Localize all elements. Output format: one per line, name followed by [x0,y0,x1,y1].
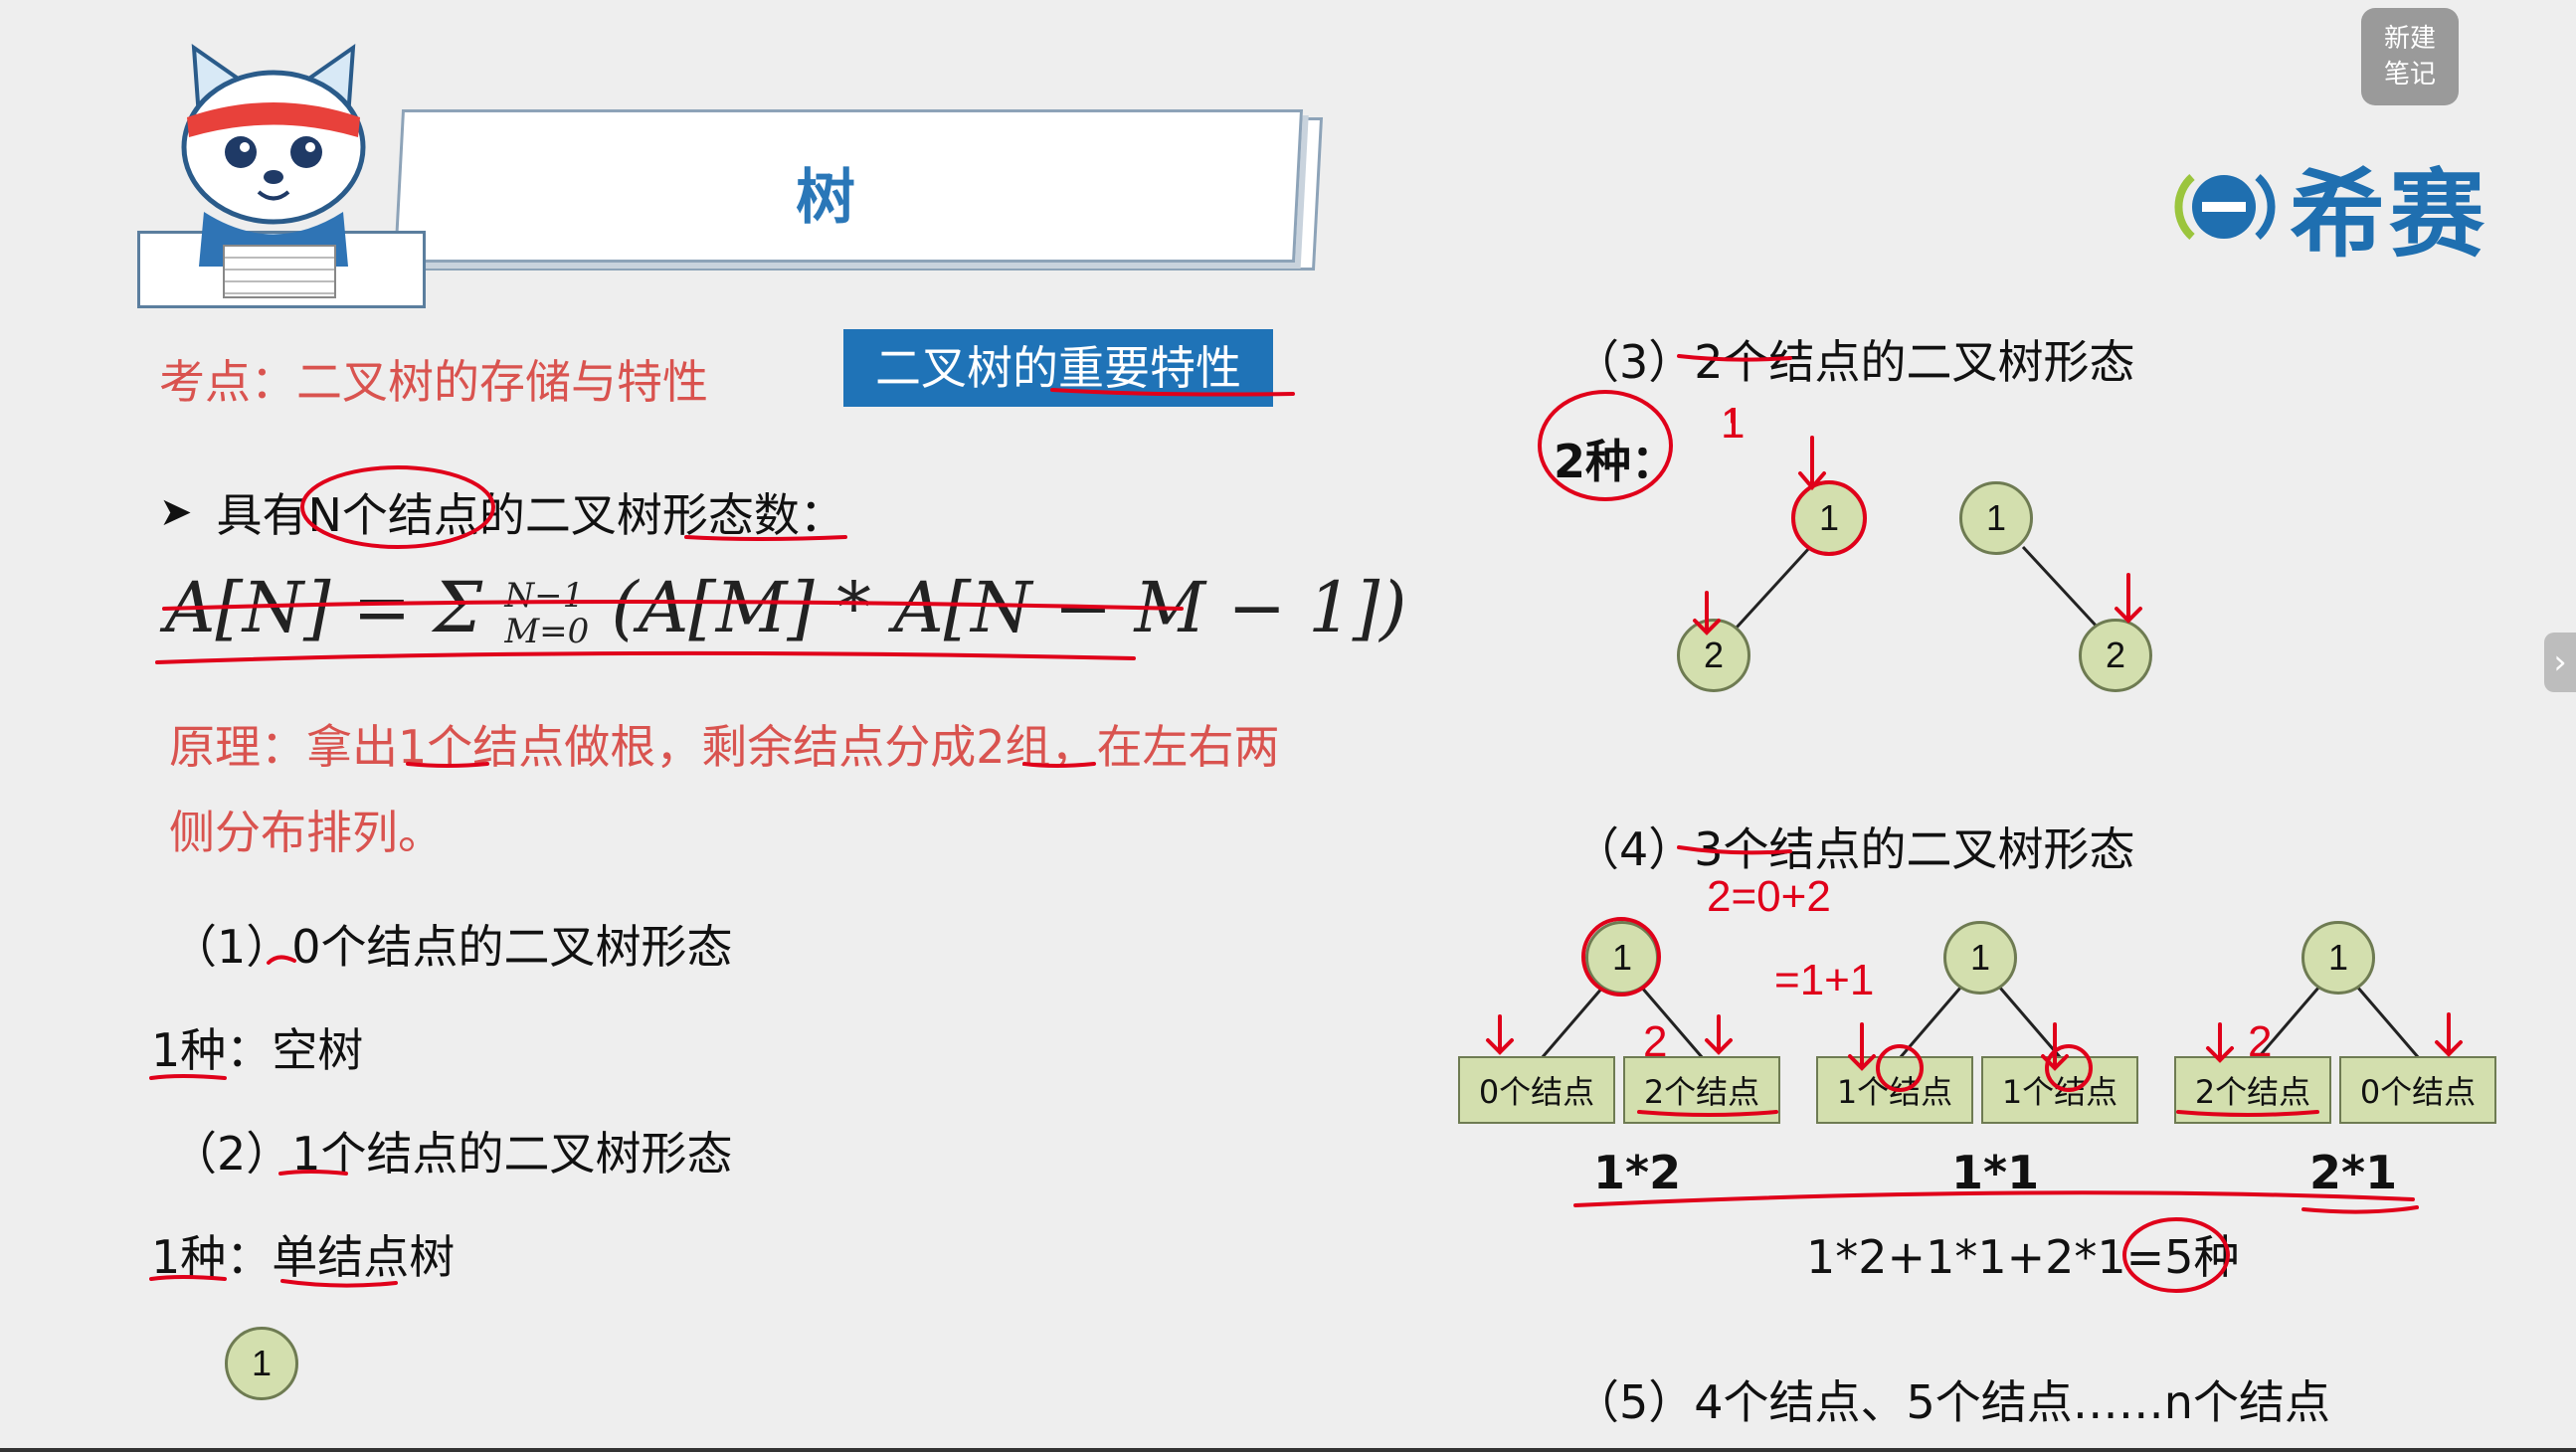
single-node: 1 [225,1327,298,1400]
tree-a-left: 2 [1677,619,1750,692]
page-title: 树 [796,163,855,233]
tree-d-root: 1 [1943,921,2017,995]
section-5-title: （5）4个结点、5个结点……n个结点 [1573,1375,2330,1429]
product-b: 1*1 [1951,1146,2040,1199]
e-logo-icon [2174,173,2276,240]
section-1-count: 1种：空树 [151,1023,364,1077]
product-a: 1*2 [1593,1146,1682,1199]
cat-mascot-icon [181,43,366,267]
section-2-count: 1种：单结点树 [151,1230,456,1284]
product-c: 2*1 [2309,1146,2398,1199]
box-e-right: 0个结点 [2339,1056,2496,1124]
tree-a-root: 1 [1792,481,1866,555]
formula-sub: M=0 [504,612,590,651]
box-d-right: 1个结点 [1981,1056,2138,1124]
principle-text: 原理：拿出1个结点做根，剩余结点分成2组，在左右两侧分布排列。 [169,720,1280,859]
exam-point-label: 考点：二叉树的存储与特性 [159,355,708,409]
tree-b-right: 2 [2079,619,2152,692]
new-note-label-2: 笔记 [2383,60,2436,90]
product-sum: 1*2+1*1+2*1=5种 [1806,1230,2240,1284]
arrow-bullet-icon: ➤ [159,489,193,535]
new-note-button[interactable]: 新建 笔记 [2361,8,2459,105]
tree-c-root: 1 [1585,921,1659,995]
box-d-left: 1个结点 [1816,1056,1973,1124]
section-4-title: （4）3个结点的二叉树形态 [1573,822,2135,876]
logo-text: 希赛 [2290,159,2488,271]
side-panel-toggle[interactable]: › [2544,633,2576,692]
section-3-title: （3）2个结点的二叉树形态 [1573,335,2135,389]
box-c-left: 0个结点 [1458,1056,1615,1124]
brand-logo: 希赛 [2162,137,2488,275]
tree-e-root: 1 [2301,921,2375,995]
chevron-right-icon: › [2553,642,2567,682]
section-1-title: （1）0个结点的二叉树形态 [171,920,733,974]
bottom-border [0,1448,2576,1452]
mascot-paper [223,245,336,298]
new-note-label-1: 新建 [2383,24,2436,54]
box-e-left: 2个结点 [2174,1056,2331,1124]
section-2-title: （2）1个结点的二叉树形态 [171,1127,733,1180]
tree-b-root: 1 [1959,481,2033,555]
box-c-right: 2个结点 [1623,1056,1780,1124]
